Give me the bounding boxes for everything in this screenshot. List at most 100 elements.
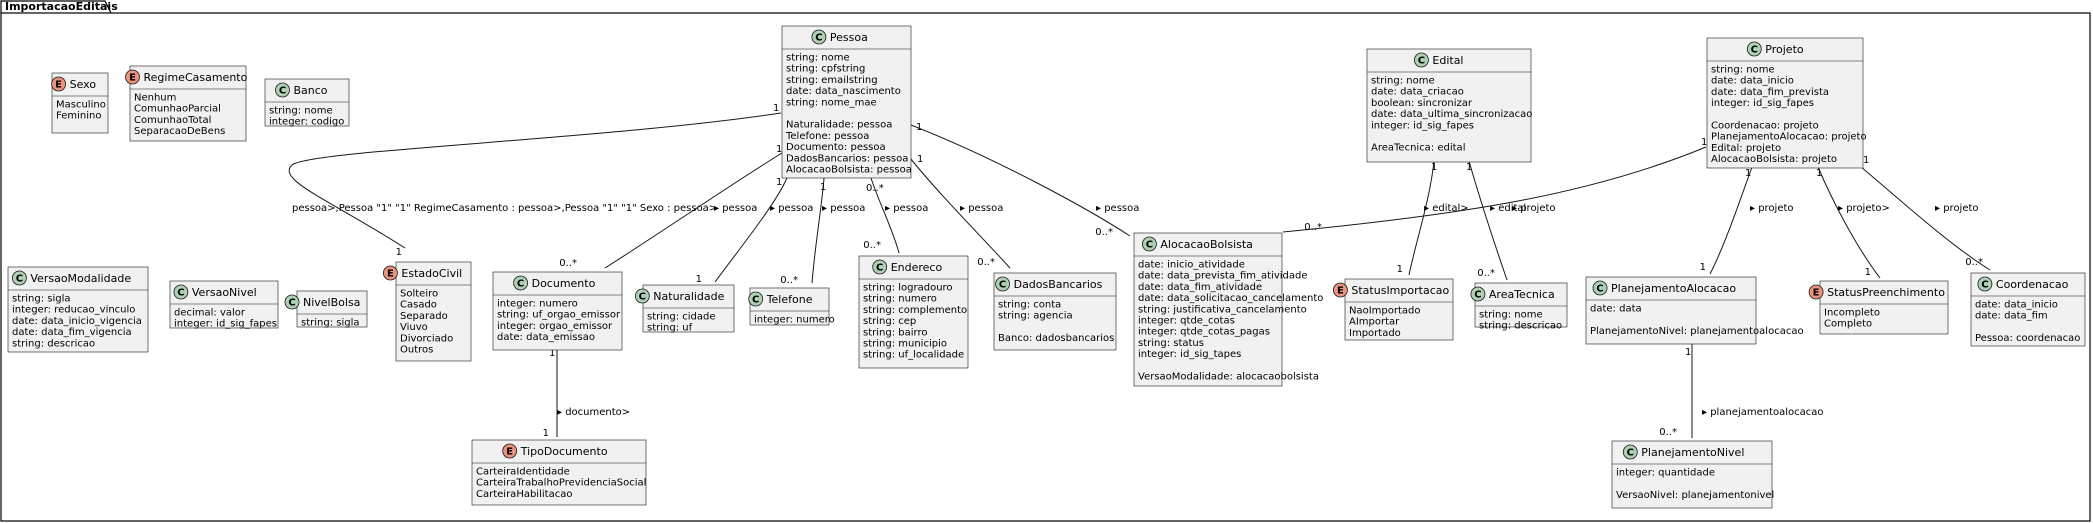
relation-line	[1282, 146, 1707, 233]
class-box	[51, 72, 109, 134]
class-attribute: Completo	[1824, 319, 1872, 330]
relation-label: ▸ pessoa	[714, 203, 757, 214]
relation-label: ▸ pessoa	[770, 203, 813, 214]
multiplicity-from: 1	[776, 144, 782, 155]
class-icon	[811, 29, 827, 45]
class-attribute: date: data_ultima_sincronizacao	[1371, 109, 1532, 120]
relation-label: ▸ planejamentoalocacao	[1702, 407, 1824, 418]
class-box	[296, 290, 368, 328]
stereotype-letter: E	[1813, 288, 1820, 299]
multiplicity-to: 1	[1397, 264, 1403, 275]
stereotype-letter: E	[129, 73, 136, 84]
class-box	[781, 25, 912, 179]
class-attribute: string: agencia	[998, 311, 1073, 322]
class-attribute: AlocacaoBolsista: projeto	[1711, 154, 1837, 165]
multiplicity-to: 1	[396, 247, 402, 258]
class-attribute: DadosBancarios: pessoa	[786, 153, 908, 164]
package-title: ImportacaoEditais	[5, 0, 118, 13]
class-attribute: string: status	[1138, 338, 1204, 349]
class-box	[858, 255, 969, 369]
class-attribute: integer: codigo	[269, 117, 344, 128]
class-attribute: AlocacaoBolsista: pessoa	[786, 165, 912, 176]
class-name: AreaTecnica	[1489, 288, 1555, 301]
relation-label: ▸ pessoa	[960, 203, 1003, 214]
class-attribute: string: descricao	[12, 338, 95, 349]
class-attribute: string: municipio	[863, 339, 947, 350]
class-box	[1344, 278, 1454, 341]
class-attribute: date: data_fim	[1975, 311, 2048, 322]
class-attribute: CarteiraHabilitacao	[476, 489, 572, 500]
stereotype-letter: C	[1981, 280, 1988, 291]
class-name: PlanejamentoNivel	[1641, 446, 1744, 459]
class-icon	[275, 82, 290, 98]
multiplicity-from: 1	[916, 122, 922, 133]
stereotype-letter: C	[1146, 240, 1153, 251]
class-name: Documento	[532, 277, 596, 290]
relation-line	[288, 112, 782, 249]
relation-edital-status-importacao: ▸ edital> 1 1	[1397, 160, 1469, 276]
class-name: VersaoModalidade	[30, 272, 131, 285]
relation-line	[910, 124, 1131, 237]
multiplicity-to: 0..*	[1477, 268, 1495, 279]
class-attribute: SeparacaoDeBens	[134, 126, 225, 137]
class-attribute: integer: qtde_cotas_pagas	[1138, 327, 1270, 338]
multiplicity-to: 0..*	[977, 257, 995, 268]
stereotype-letter: C	[177, 288, 184, 299]
stereotype-letter: C	[639, 292, 646, 303]
class-name: Banco	[294, 84, 328, 97]
enum-icon	[125, 69, 140, 85]
relation-label: ▸ edital>	[1424, 203, 1469, 214]
class-box	[1366, 48, 1532, 163]
multiplicity-from: 1	[1701, 137, 1707, 148]
class-attribute: date: data_inicio	[1711, 76, 1794, 87]
relation-line	[811, 177, 825, 284]
class-attribute: Nenhum	[134, 93, 176, 104]
class-name: VersaoNivel	[192, 286, 257, 299]
relation-pessoa-documento: ▸ pessoa 1 0..*	[559, 144, 782, 269]
class-attribute: Masculino	[56, 100, 106, 111]
class-attribute: string: logradouro	[863, 283, 953, 294]
class-box	[1611, 440, 1773, 509]
multiplicity-to: 0..*	[559, 258, 577, 269]
relation-line	[714, 177, 788, 283]
stereotype-letter: C	[16, 274, 23, 285]
class-attribute: PlanejamentoNivel: planejamentoalocacao	[1590, 326, 1804, 337]
relation-line	[870, 177, 900, 254]
class-name: Naturalidade	[653, 290, 724, 303]
class-name: Endereco	[891, 261, 943, 274]
multiplicity-from: 1	[1431, 162, 1437, 173]
class-attribute: CarteiraTrabalhoPrevidenciaSocial	[476, 478, 646, 489]
class-attribute: VersaoModalidade: alocacaobolsista	[1138, 372, 1319, 383]
multiplicity-from: 1	[1685, 347, 1691, 358]
stereotype-letter: C	[1751, 45, 1758, 56]
class-box	[395, 261, 472, 362]
multiplicity-to: 1	[1865, 267, 1871, 278]
class-attribute: Edital: projeto	[1711, 143, 1781, 154]
class-attribute: Incompleto	[1824, 308, 1880, 319]
